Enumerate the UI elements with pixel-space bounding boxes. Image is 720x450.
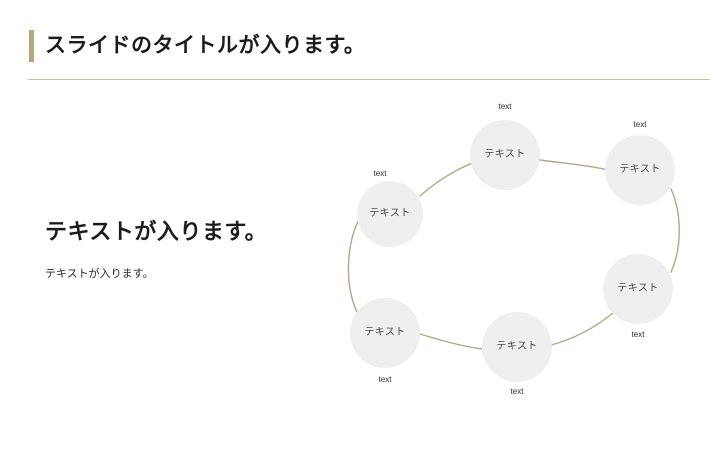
- cycle-connector-arc: [347, 154, 680, 350]
- cycle-node-label: テキスト: [496, 341, 538, 352]
- cycle-diagram: テキスト text テキスト text テキスト text テキスト text テキスト text…: [330, 88, 720, 413]
- cycle-arc-svg: [347, 154, 680, 350]
- cycle-node-caption-4: text: [378, 375, 392, 384]
- header-divider: [28, 79, 710, 80]
- cycle-node-2[interactable]: テキスト: [603, 254, 673, 324]
- cycle-node-1[interactable]: テキスト: [605, 135, 675, 205]
- copy-block: テキストが入ります。 テキストが入ります。: [45, 216, 305, 283]
- cycle-node-label: テキスト: [369, 208, 411, 219]
- copy-body: テキストが入ります。: [45, 268, 154, 280]
- cycle-node-label: テキスト: [484, 149, 526, 160]
- cycle-node-3[interactable]: テキスト: [482, 312, 552, 382]
- copy-heading: テキストが入ります。: [45, 219, 268, 244]
- cycle-node-label: テキスト: [619, 164, 661, 175]
- slide-header: スライドのタイトルが入ります。: [28, 26, 712, 82]
- title-accent-bar: [29, 30, 34, 62]
- cycle-node-caption-1: text: [633, 120, 647, 129]
- cycle-node-label: テキスト: [617, 283, 659, 294]
- cycle-node-5[interactable]: テキスト: [357, 181, 423, 247]
- cycle-node-4[interactable]: テキスト: [350, 298, 420, 368]
- page-title: スライドのタイトルが入ります。: [45, 34, 366, 57]
- cycle-node-caption-3: text: [510, 387, 524, 396]
- cycle-node-caption-0: text: [498, 102, 512, 111]
- cycle-node-label: テキスト: [364, 327, 406, 338]
- cycle-node-caption-5: text: [373, 169, 387, 178]
- cycle-node-0[interactable]: テキスト: [470, 120, 540, 190]
- cycle-node-caption-2: text: [631, 330, 645, 339]
